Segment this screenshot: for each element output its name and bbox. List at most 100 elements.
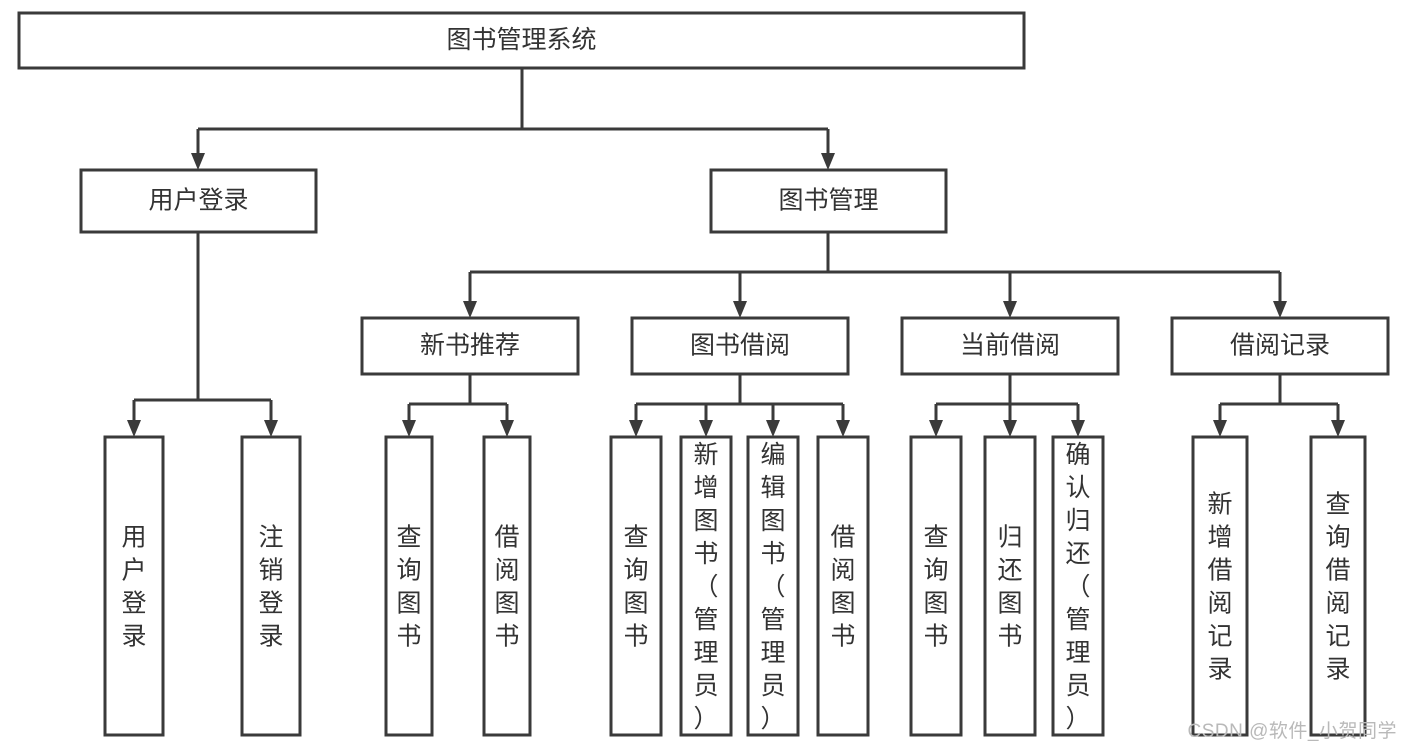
box-outline [103, 435, 165, 737]
box-label-char: 归 [1065, 507, 1090, 535]
arrow-head-icon [1071, 420, 1085, 437]
box-label: 图书管理系统 [446, 26, 596, 54]
node-root-book-management-system[interactable]: 图书管理系统 [17, 11, 1026, 70]
node-book-manage[interactable]: 图书管理 [709, 168, 948, 234]
node-user-login[interactable]: 用户登录 [79, 168, 318, 234]
box-label-char: 新 [693, 441, 718, 469]
arrow-head-icon [463, 301, 477, 318]
box-label-char: 图 [830, 590, 855, 618]
box-label-char: 增 [1207, 524, 1232, 552]
box-label-char: 户 [121, 557, 146, 585]
arrow-head-icon [500, 420, 514, 437]
box-label: 借阅记录 [1230, 332, 1330, 360]
box-label-char: 录 [258, 623, 283, 651]
box-label-char: 询 [396, 557, 421, 585]
box-label-char: 员 [693, 672, 718, 700]
node-current-borrow[interactable]: 当前借阅 [900, 316, 1120, 376]
arrow-head-icon [1331, 420, 1345, 437]
arrow-head-icon [1003, 420, 1017, 437]
box-outline [79, 168, 318, 234]
box-label-char: 书 [693, 540, 718, 568]
box-label-char: 借 [830, 524, 855, 552]
boxes-layer: 图书管理系统用户登录图书管理新书推荐图书借阅当前借阅借阅记录用户登录注销登录查询… [17, 11, 1390, 737]
box-label-char: 录 [121, 623, 146, 651]
node-new-book-recommend[interactable]: 新书推荐 [360, 316, 580, 376]
box-label-char: （ [693, 573, 718, 601]
box-outline [482, 435, 532, 737]
arrow-head-icon [1213, 420, 1227, 437]
box-label-char: 书 [830, 623, 855, 651]
box-label-char: 查 [623, 524, 648, 552]
arrow-head-icon [402, 420, 416, 437]
box-label-char: 图 [396, 590, 421, 618]
box-label-char: 确 [1065, 441, 1090, 469]
arrow-head-icon [929, 420, 943, 437]
box-label: 图书借阅 [690, 332, 790, 360]
box-label-char: 用 [121, 524, 146, 552]
box-label-char: 查 [1325, 491, 1350, 519]
box-label-char: 询 [623, 557, 648, 585]
node-book-borrow[interactable]: 图书借阅 [630, 316, 850, 376]
arrow-head-icon [733, 301, 747, 318]
box-label-char: 阅 [830, 557, 855, 585]
box-label-char: 记 [1325, 623, 1350, 651]
box-label-char: ） [1065, 705, 1090, 733]
arrow-head-icon [1003, 301, 1017, 318]
box-label-char: 图 [623, 590, 648, 618]
box-label-char: 书 [623, 623, 648, 651]
box-label-char: 查 [923, 524, 948, 552]
box-label-char: 登 [121, 590, 146, 618]
box-outline [609, 435, 663, 737]
box-label-char: 理 [693, 639, 718, 667]
arrow-head-icon [191, 153, 205, 170]
box-label: 当前借阅 [960, 332, 1060, 360]
box-label-char: 录 [1207, 656, 1232, 684]
box-label-char: 新 [1207, 491, 1232, 519]
box-label-char: （ [1065, 573, 1090, 601]
box-label-char: 阅 [494, 557, 519, 585]
box-label-char: 管 [1065, 606, 1090, 634]
box-outline [900, 316, 1120, 376]
box-label-char: 书 [760, 540, 785, 568]
arrow-head-icon [264, 420, 278, 437]
box-label-char: ） [760, 705, 785, 733]
box-label-char: 借 [494, 524, 519, 552]
box-label-char: 图 [494, 590, 519, 618]
box-label-char: 图 [693, 507, 718, 535]
box-label-char: 辑 [760, 474, 785, 502]
box-outline [17, 11, 1026, 70]
box-label-char: 书 [997, 623, 1022, 651]
box-outline [679, 435, 733, 737]
box-label-char: 阅 [1325, 590, 1350, 618]
arrow-head-icon [127, 420, 141, 437]
box-outline [709, 168, 948, 234]
node-leaf-user-login[interactable]: 用户登录 [103, 435, 165, 737]
arrow-head-icon [629, 420, 643, 437]
node-borrow-record[interactable]: 借阅记录 [1170, 316, 1390, 376]
box-label-char: 增 [693, 474, 718, 502]
box-label-char: 书 [396, 623, 421, 651]
box-label-char: 询 [923, 557, 948, 585]
box-outline [360, 316, 580, 376]
watermark-text: CSDN @软件_小贺同学 [1187, 721, 1397, 742]
box-label-char: ） [693, 705, 718, 733]
box-label-char: 录 [1325, 656, 1350, 684]
box-outline [630, 316, 850, 376]
box-label-char: （ [760, 573, 785, 601]
box-label-char: 询 [1325, 524, 1350, 552]
box-label-char: 编 [760, 441, 785, 469]
arrow-head-icon [836, 420, 850, 437]
